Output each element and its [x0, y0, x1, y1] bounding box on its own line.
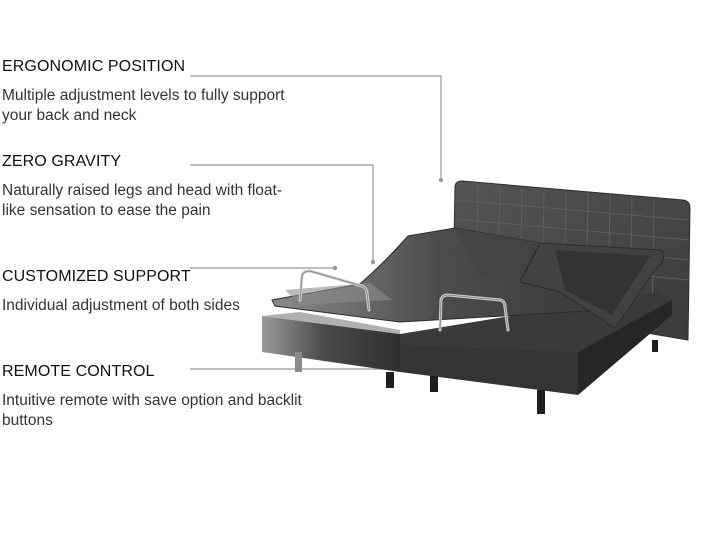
mattress-deck — [271, 227, 665, 329]
feature-description: Multiple adjustment levels to fully supp… — [2, 87, 285, 124]
callout-line-ergonomic — [190, 75, 442, 180]
bed-base-frame — [262, 292, 672, 395]
feature-customized-support: CUSTOMIZED SUPPORT Individual adjustment… — [2, 267, 302, 316]
feature-title: REMOTE CONTROL — [2, 363, 155, 380]
callout-dot-zero-gravity — [370, 259, 376, 265]
callout-dot-customized — [332, 265, 338, 271]
feature-title: ZERO GRAVITY — [2, 153, 122, 170]
feature-zero-gravity: ZERO GRAVITY Naturally raised legs and h… — [2, 152, 302, 221]
feature-description: Intuitive remote with save option and ba… — [2, 392, 302, 429]
bed-legs — [295, 340, 658, 414]
feature-ergonomic-position: ERGONOMIC POSITION Multiple adjustment l… — [2, 57, 302, 126]
callout-dot-ergonomic — [438, 177, 444, 183]
feature-title: ERGONOMIC POSITION — [2, 58, 186, 75]
feature-remote-control: REMOTE CONTROL Intuitive remote with sav… — [2, 362, 302, 431]
feature-description: Naturally raised legs and head with floa… — [2, 182, 283, 219]
feature-title: CUSTOMIZED SUPPORT — [2, 268, 191, 285]
feature-description: Individual adjustment of both sides — [2, 297, 240, 314]
callout-line-zero-gravity — [190, 164, 374, 262]
